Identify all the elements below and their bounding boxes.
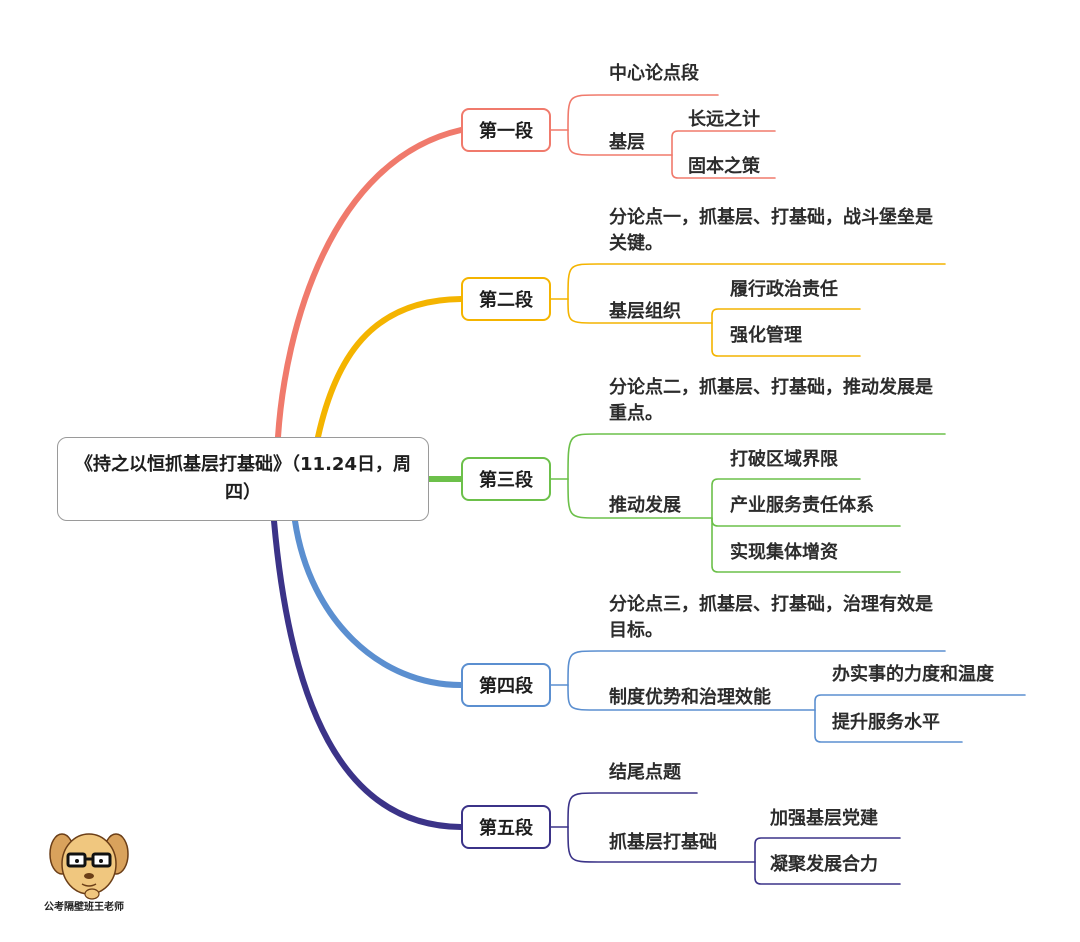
section-4-subtopic-2[interactable]: 提升服务水平 (832, 712, 940, 733)
section-1-subtopic-2[interactable]: 固本之策 (688, 156, 760, 177)
section-2-trunk-line (315, 296, 464, 440)
section-1-topic-1[interactable]: 中心论点段 (609, 63, 699, 84)
section-2-subtopic-2[interactable]: 强化管理 (730, 325, 802, 346)
section-2-label: 第二段 (479, 290, 533, 311)
glasses-dog-mascot-icon (49, 833, 129, 900)
section-3-subtopic-1[interactable]: 打破区域界限 (730, 449, 838, 470)
section-4-topic-2[interactable]: 制度优势和治理效能 (609, 687, 771, 708)
section-1-subtopic-1[interactable]: 长远之计 (688, 109, 760, 130)
section-2-subtopic-1-line (711, 308, 861, 324)
section-2-topic-1-line (567, 263, 946, 300)
section-1-node[interactable]: 第一段 (461, 108, 551, 152)
section-5-topic-1-line (567, 792, 698, 828)
section-4-label: 第四段 (479, 676, 533, 697)
watermark-text: 公考隔壁班王老师 (44, 902, 124, 913)
section-4-trunk-line (292, 518, 464, 688)
section-5-node[interactable]: 第五段 (461, 805, 551, 849)
section-4-subtopic-2-line (814, 709, 963, 743)
section-2-subtopic-2-line (711, 322, 861, 357)
root-title: 《持之以恒抓基层打基础》（11.24日，周四） (75, 454, 411, 503)
section-5-label: 第五段 (479, 818, 533, 839)
section-3-topic-2-line (567, 478, 713, 519)
root-topic[interactable]: 《持之以恒抓基层打基础》（11.24日，周四） (57, 437, 429, 521)
section-5-trunk-line (271, 518, 464, 830)
section-5-subtopic-1-line (754, 837, 901, 863)
section-4-topic-1-line (567, 650, 946, 686)
section-3-subtopic-2[interactable]: 产业服务责任体系 (730, 495, 874, 516)
section-1-subtopic-2-line (671, 154, 776, 179)
section-5-topic-2[interactable]: 抓基层打基础 (609, 832, 717, 853)
section-1-label: 第一段 (479, 121, 533, 142)
section-1-trunk-line (275, 127, 464, 440)
section-4-topic-1[interactable]: 分论点三，抓基层、打基础，治理有效是目标。 (609, 594, 933, 641)
section-3-topic-1[interactable]: 分论点二，抓基层、打基础，推动发展是重点。 (609, 377, 933, 424)
section-2-node[interactable]: 第二段 (461, 277, 551, 321)
section-4-subtopic-1-line (814, 694, 1026, 711)
section-3-subtopic-1-line (711, 478, 861, 519)
section-2-topic-2[interactable]: 基层组织 (609, 301, 681, 322)
section-3-topic-2[interactable]: 推动发展 (609, 495, 681, 516)
section-3-subtopic-3-line (711, 517, 901, 573)
section-5-subtopic-1[interactable]: 加强基层党建 (770, 808, 878, 829)
section-4-node[interactable]: 第四段 (461, 663, 551, 707)
section-5-subtopic-2[interactable]: 凝聚发展合力 (770, 854, 878, 875)
section-2-topic-1[interactable]: 分论点一，抓基层、打基础，战斗堡垒是关键。 (609, 207, 933, 254)
section-3-label: 第三段 (479, 470, 533, 491)
section-2-subtopic-1[interactable]: 履行政治责任 (730, 279, 838, 300)
section-5-subtopic-2-line (754, 861, 901, 885)
section-1-subtopic-1-line (671, 130, 776, 156)
section-5-topic-2-line (567, 826, 756, 863)
section-2-topic-2-line (567, 298, 713, 324)
section-1-topic-1-line (567, 94, 719, 131)
section-4-subtopic-1[interactable]: 办实事的力度和温度 (832, 664, 994, 685)
section-3-subtopic-3[interactable]: 实现集体增资 (730, 542, 838, 563)
section-3-subtopic-2-line (711, 517, 901, 527)
section-4-topic-2-line (567, 684, 816, 711)
section-5-topic-1[interactable]: 结尾点题 (609, 762, 681, 783)
section-1-topic-2[interactable]: 基层 (609, 132, 645, 153)
section-1-topic-2-line (567, 129, 673, 156)
section-3-node[interactable]: 第三段 (461, 457, 551, 501)
section-3-topic-1-line (567, 433, 946, 480)
